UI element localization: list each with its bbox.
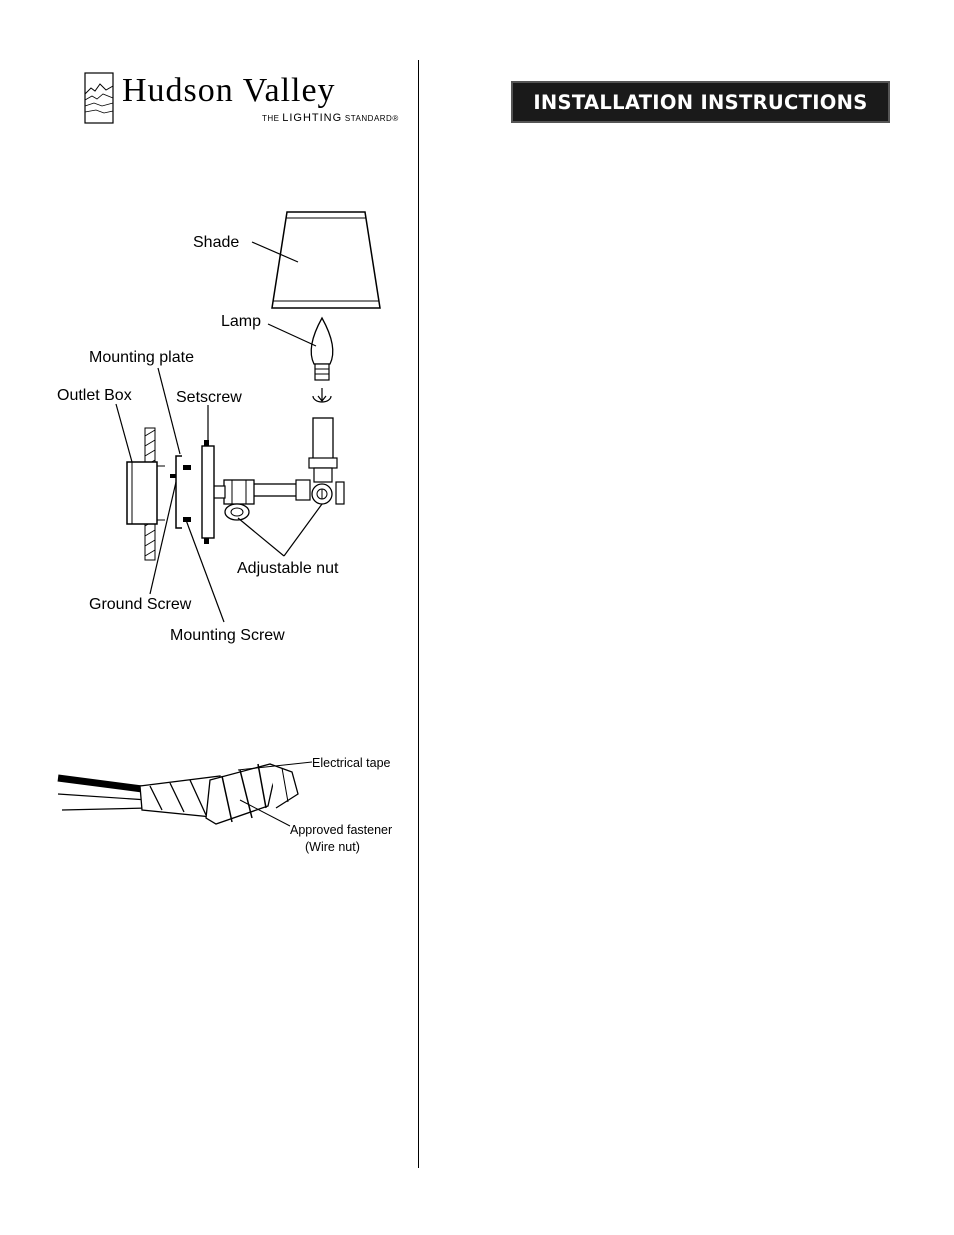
tagline-lighting: LIGHTING [282,112,342,124]
brand-name: Hudson Valley [122,74,336,108]
brand-name-second: Valley [243,72,336,109]
tagline-standard: STANDARD® [345,114,399,123]
lamp-label: Lamp [221,313,261,330]
adjustable-nut-label: Adjustable nut [237,560,339,577]
tagline-the: THE [262,114,280,123]
brand-tagline: THE LIGHTING STANDARD® [262,112,399,124]
mounting-plate-label: Mounting plate [89,349,194,366]
socket-drawing [309,418,337,482]
column-divider [418,60,419,1168]
brand-name-first: Hudson [122,72,234,109]
mounting-plate-drawing [170,456,191,528]
mounting-screw-label: Mounting Screw [170,627,285,644]
rotate-arrow-icon [313,388,331,402]
ground-screw-label: Ground Screw [89,596,192,613]
lamp-drawing [311,318,333,380]
outlet-box-drawing [127,428,165,560]
wire-leader-lines [238,762,312,826]
mountain-logo-icon [84,72,114,124]
arm-drawing [211,480,344,520]
backplate-drawing [202,440,214,544]
wire-nut-label: (Wire nut) [305,840,360,854]
leader-lines [116,242,322,622]
brand-logo: Hudson Valley THE LIGHTING STANDARD® [84,72,404,128]
shade-drawing [272,212,380,308]
outlet-box-label: Outlet Box [57,387,132,404]
setscrew-label: Setscrew [176,389,242,406]
shade-label: Shade [193,234,239,251]
approved-fastener-label: Approved fastener [290,823,392,837]
page-title: INSTALLATION INSTRUCTIONS [511,81,890,123]
wire-splice-drawing [58,764,298,824]
electrical-tape-label: Electrical tape [312,756,391,770]
